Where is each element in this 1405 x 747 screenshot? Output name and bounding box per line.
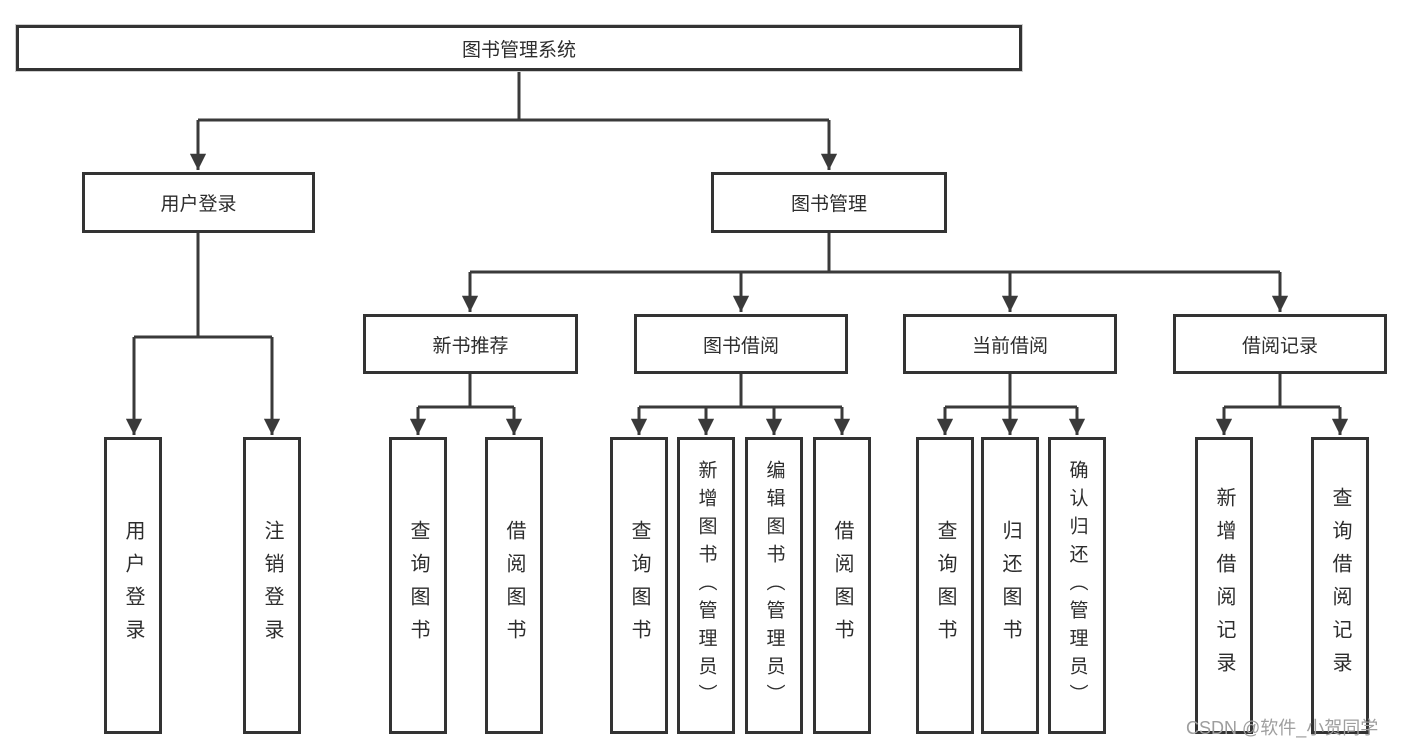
- leaf-confirm-return-admin: 确认归还（管理员）: [1048, 437, 1106, 734]
- node-book-management: 图书管理: [711, 172, 947, 233]
- leaf-query-books-borrow: 查询图书: [610, 437, 668, 734]
- node-borrow-records: 借阅记录: [1173, 314, 1387, 374]
- leaf-label: 编辑图书（管理员）: [763, 459, 785, 712]
- leaf-label: 查询图书: [407, 519, 429, 652]
- leaf-add-book-admin: 新增图书（管理员）: [677, 437, 735, 734]
- leaf-query-books-recommend: 查询图书: [389, 437, 447, 734]
- node-label: 图书借阅: [702, 335, 779, 357]
- leaf-label: 借阅图书: [831, 519, 853, 652]
- leaf-label: 用户登录: [122, 519, 144, 652]
- node-label: 当前借阅: [971, 335, 1048, 357]
- node-label: 用户登录: [160, 194, 237, 215]
- watermark-text: CSDN @软件_小贺同学: [1186, 718, 1379, 738]
- leaf-label: 归还图书: [999, 519, 1021, 652]
- leaf-borrow-books-borrow: 借阅图书: [813, 437, 871, 734]
- node-current-borrow: 当前借阅: [903, 314, 1117, 374]
- leaf-edit-book-admin: 编辑图书（管理员）: [745, 437, 803, 734]
- leaf-label: 查询借阅记录: [1329, 486, 1351, 685]
- leaf-query-borrow-record: 查询借阅记录: [1311, 437, 1369, 734]
- leaf-label: 借阅图书: [503, 519, 525, 652]
- node-label: 借阅记录: [1241, 335, 1318, 357]
- node-library-management-system: 图书管理系统: [16, 25, 1022, 71]
- leaf-user-login: 用户登录: [104, 437, 162, 734]
- node-label: 新书推荐: [432, 335, 509, 357]
- node-book-borrow: 图书借阅: [634, 314, 848, 374]
- leaf-label: 查询图书: [934, 519, 956, 652]
- node-label: 图书管理系统: [461, 39, 576, 61]
- leaf-query-books-current: 查询图书: [916, 437, 974, 734]
- leaf-label: 查询图书: [628, 519, 650, 652]
- node-label: 图书管理: [790, 194, 867, 215]
- leaf-add-borrow-record: 新增借阅记录: [1195, 437, 1253, 734]
- node-user-login-group: 用户登录: [82, 172, 315, 233]
- leaf-label: 注销登录: [261, 519, 283, 652]
- node-new-book-recommend: 新书推荐: [363, 314, 578, 374]
- leaf-label: 确认归还（管理员）: [1066, 459, 1088, 712]
- leaf-borrow-books-recommend: 借阅图书: [485, 437, 543, 734]
- leaf-label: 新增图书（管理员）: [695, 459, 717, 712]
- leaf-label: 新增借阅记录: [1213, 486, 1235, 685]
- leaf-logout: 注销登录: [243, 437, 301, 734]
- leaf-return-book: 归还图书: [981, 437, 1039, 734]
